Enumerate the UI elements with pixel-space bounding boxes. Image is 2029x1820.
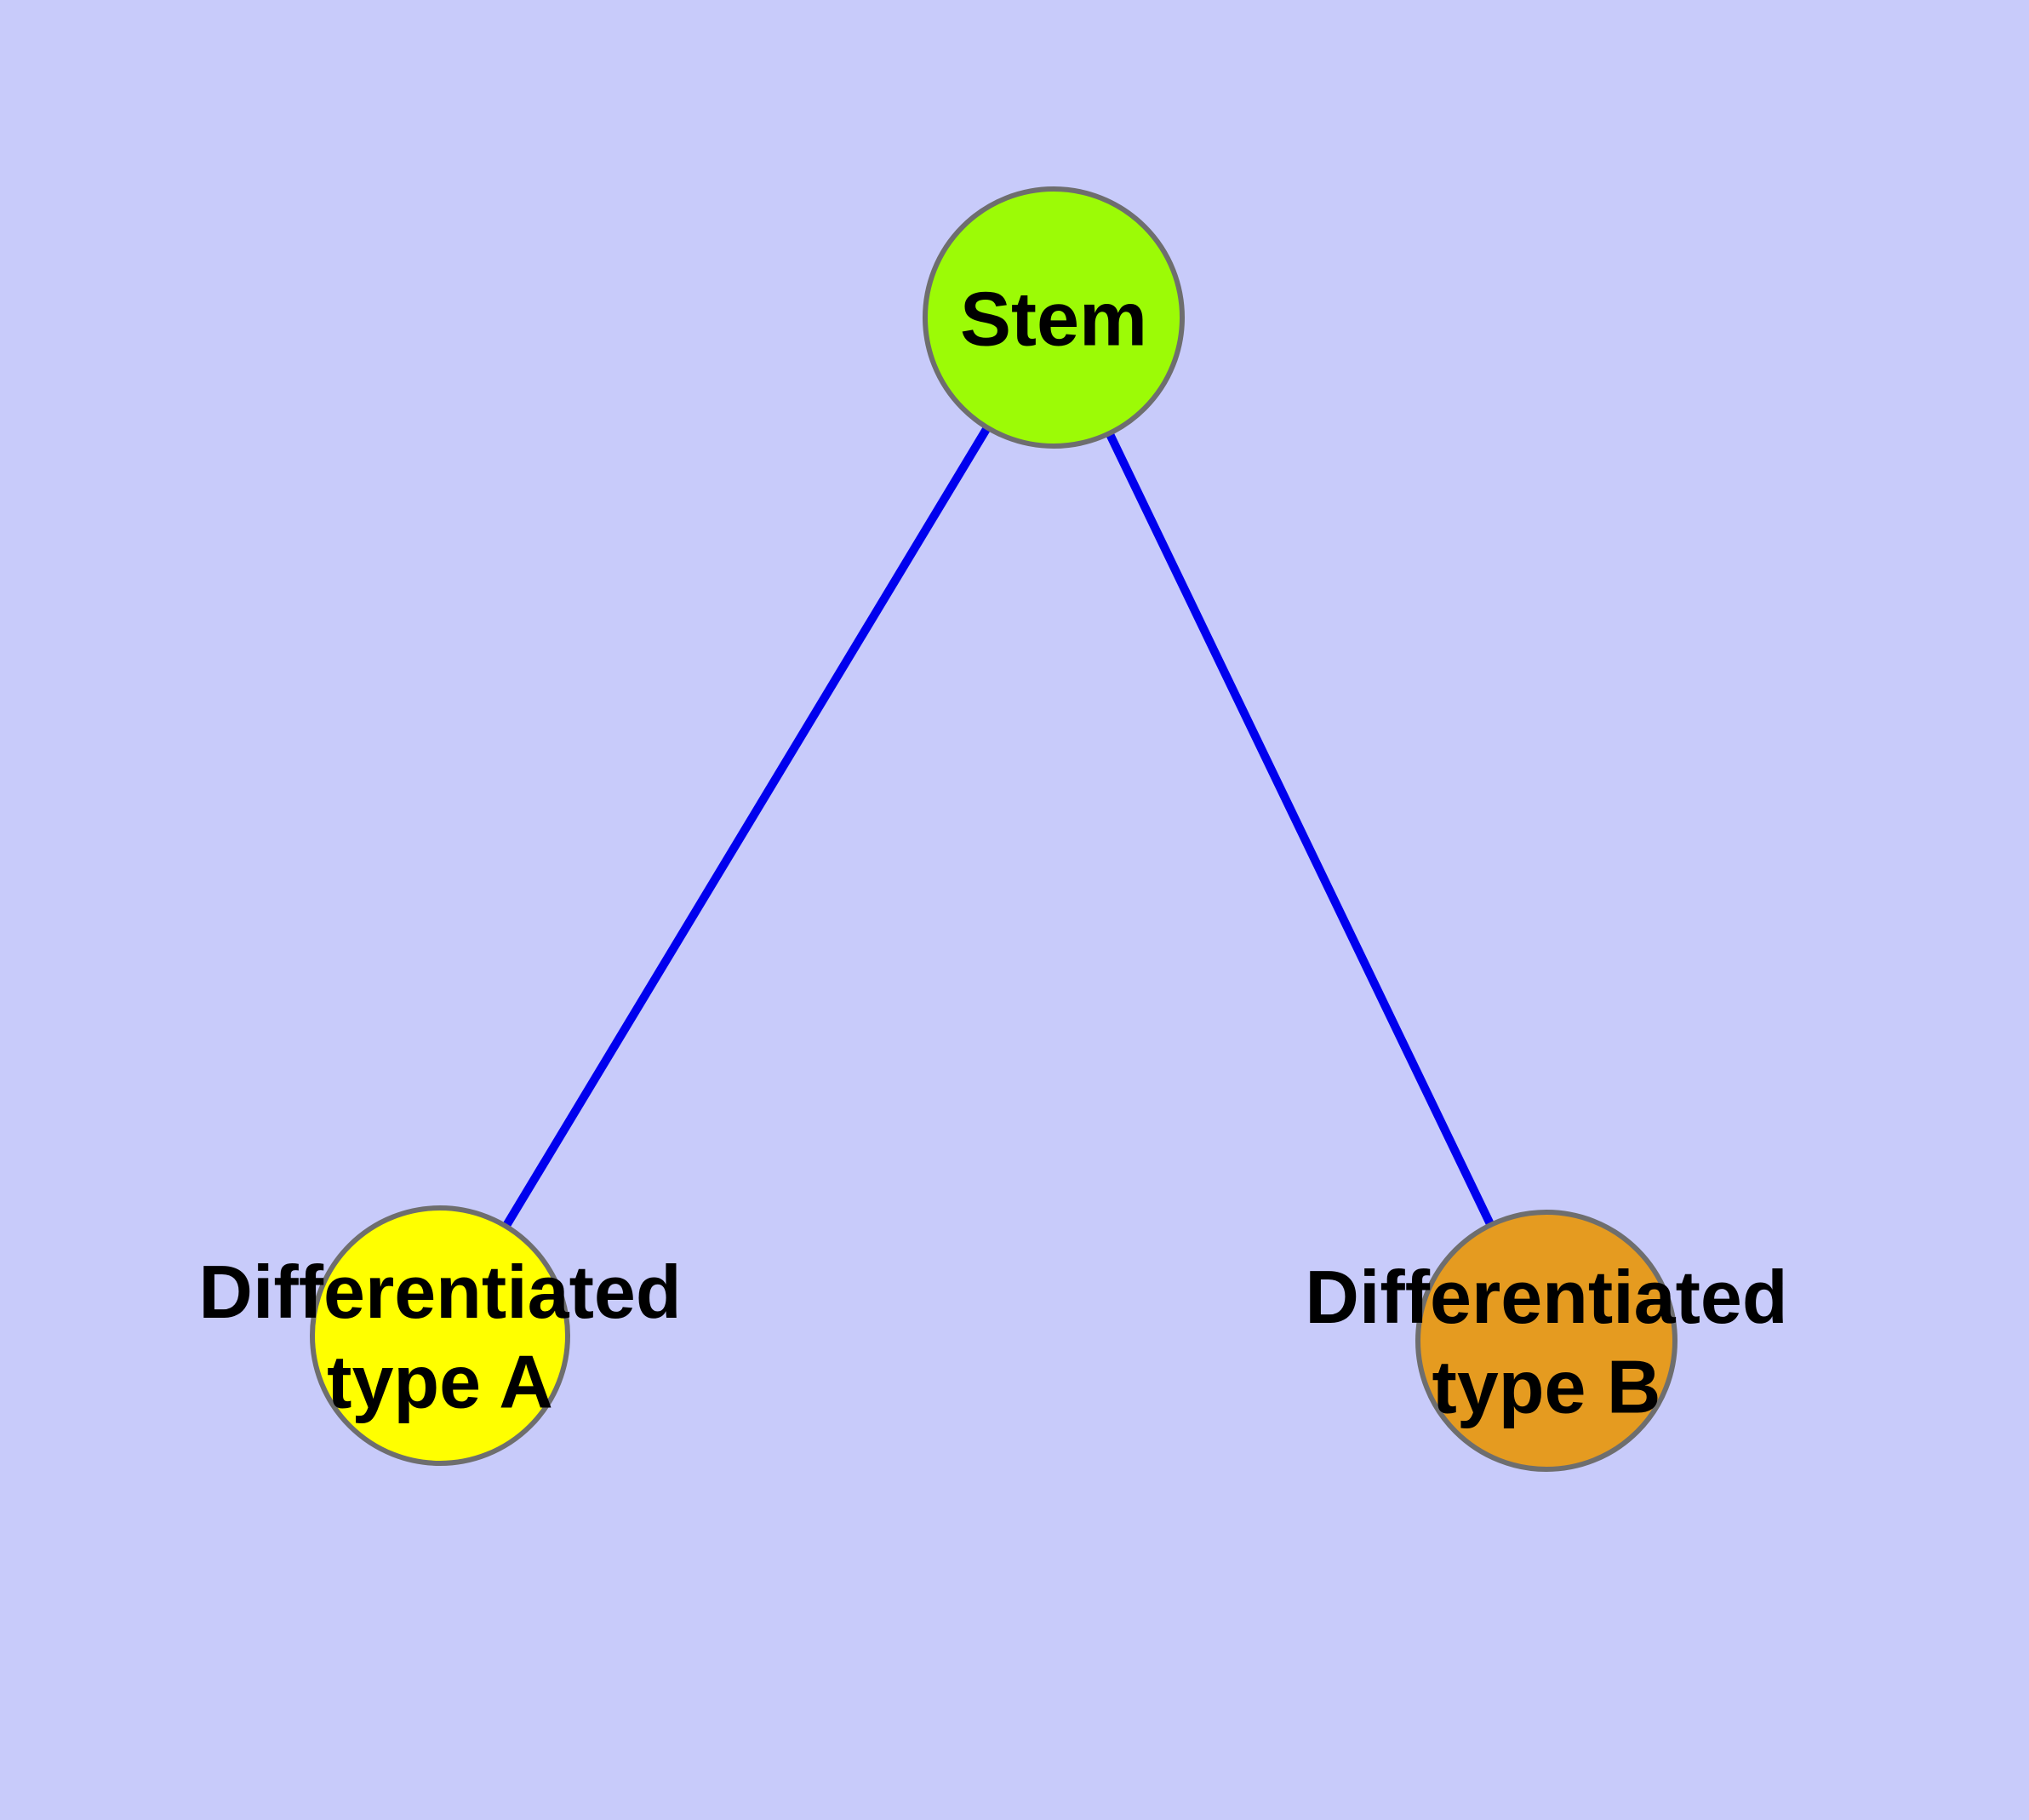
edge-stem-diff-a[interactable] [436, 315, 1058, 1338]
node-stem[interactable]: Stem [923, 186, 1185, 449]
edge-stem-diff-b[interactable] [1049, 315, 1551, 1343]
node-label-stem-line-1: Stem [960, 277, 1147, 362]
node-circle-diff_b[interactable] [1415, 1210, 1677, 1472]
node-circle-stem[interactable] [923, 186, 1185, 449]
node-label-diff_b-line-1: Differentiated [1305, 1255, 1787, 1339]
edge-layer [436, 315, 1551, 1343]
node-label-diff_a-line-2: type A [327, 1339, 553, 1423]
node-label-diff_a-line-1: Differentiated [198, 1250, 681, 1334]
node-label-diff_b-line-2: type B [1432, 1344, 1661, 1428]
node-circle-diff_a[interactable] [310, 1205, 570, 1466]
